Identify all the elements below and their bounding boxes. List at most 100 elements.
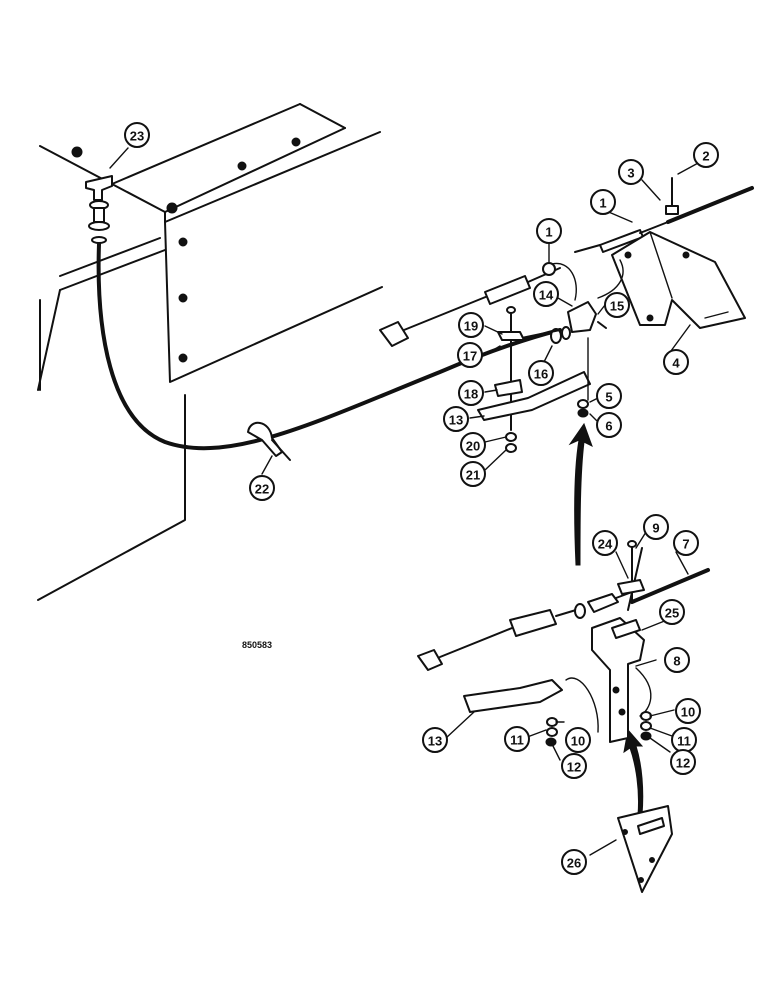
callout-label: 6 [605,419,612,434]
callout-label: 23 [130,129,144,144]
upward-arrow-lower [623,728,644,816]
cable-clamp [247,422,283,457]
callout-25: 25 [659,599,685,625]
callout-circle [422,727,448,753]
callout-11: 11 [504,726,530,752]
callout-22: 22 [249,475,275,501]
pull-handle-assembly [85,175,562,461]
callout-label: 2 [702,149,709,164]
enclosure-structure [37,103,383,601]
callout-circle [664,647,690,673]
callout-label: 13 [449,413,463,428]
callout-3: 3 [618,159,644,185]
callout-label: 1 [545,225,552,240]
callout-8: 8 [664,647,690,673]
callout-16: 16 [528,360,554,386]
callout-20: 20 [460,432,486,458]
callout-26: 26 [561,849,587,875]
callout-label: 20 [466,439,480,454]
callout-circle [663,349,689,375]
callout-circle [457,342,483,368]
callout-label: 25 [665,606,679,621]
callout-circle [533,281,559,307]
callout-2: 2 [693,142,719,168]
callout-13: 13 [422,727,448,753]
callout-4: 4 [663,349,689,375]
callout-label: 11 [677,734,691,749]
callout-label: 19 [464,319,478,334]
callout-19: 19 [458,312,484,338]
callout-circle [528,360,554,386]
callout-12: 12 [670,749,696,775]
callout-label: 10 [571,734,585,749]
callout-label: 1 [599,196,606,211]
callout-circle [670,749,696,775]
callout-1: 1 [590,189,616,215]
callout-circle [443,406,469,432]
callout-label: 11 [510,733,524,748]
callout-10: 10 [565,727,591,753]
callout-label: 12 [567,760,581,775]
callout-10: 10 [675,698,701,724]
callout-label: 7 [682,537,689,552]
callout-circle [693,142,719,168]
callout-circle [675,698,701,724]
callout-circle [536,218,562,244]
callout-label: 17 [463,349,477,364]
callout-label: 13 [428,734,442,749]
callout-label: 4 [672,356,680,371]
callout-9: 9 [643,514,669,540]
callout-label: 5 [605,390,612,405]
callout-label: 16 [534,367,548,382]
callout-circle [561,849,587,875]
leader-lines [109,147,701,856]
drawing-number: 850583 [242,640,272,650]
callout-13: 13 [443,406,469,432]
callout-label: 15 [610,299,624,314]
callout-circle [460,461,486,487]
callout-circle [592,530,618,556]
callout-7: 7 [673,530,699,556]
callout-label: 10 [681,705,695,720]
callout-circle [504,726,530,752]
callout-circle [124,122,150,148]
callout-24: 24 [592,530,618,556]
callout-15: 15 [604,292,630,318]
callout-circle [659,599,685,625]
upper-linkage [379,177,754,453]
callout-circle [565,727,591,753]
callout-23: 23 [124,122,150,148]
callout-12: 12 [561,753,587,779]
cable [96,242,562,451]
callout-label: 14 [539,288,554,303]
lower-linkage [417,540,710,893]
callout-label: 9 [652,521,659,536]
callout-circle [673,530,699,556]
callout-11: 11 [671,727,697,753]
callout-circle [604,292,630,318]
callout-circle [458,380,484,406]
callout-18: 18 [458,380,484,406]
callout-1: 1 [536,218,562,244]
callout-21: 21 [460,461,486,487]
callout-label: 26 [567,856,581,871]
callout-6: 6 [596,412,622,438]
callout-circle [590,189,616,215]
callout-14: 14 [533,281,559,307]
callout-label: 3 [627,166,634,181]
callout-circle [643,514,669,540]
callout-label: 24 [598,537,613,552]
callout-label: 12 [676,756,690,771]
arrows [568,422,644,816]
callout-5: 5 [596,383,622,409]
callout-label: 21 [466,468,480,483]
callout-circle [561,753,587,779]
callout-circle [618,159,644,185]
callout-label: 22 [255,482,269,497]
callout-circle [460,432,486,458]
callout-17: 17 [457,342,483,368]
callout-circle [596,412,622,438]
callout-circle [596,383,622,409]
